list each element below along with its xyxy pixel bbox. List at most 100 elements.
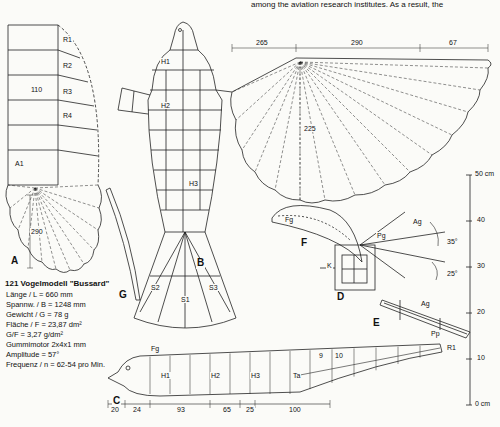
dimension-label: 9 (318, 352, 324, 359)
dimension-label: Länge / L = 660 mm (5, 291, 74, 299)
view-letter: A (10, 256, 19, 267)
dimension-label: Gummimotor 2x4x1 mm (5, 341, 87, 349)
wing-b-right (216, 44, 491, 203)
dimension-label: H1 (160, 372, 171, 379)
view-letter: F (300, 238, 308, 249)
dimension-label: Fläche / F = 23,87 dm² (5, 321, 83, 329)
dimension-label: G/F = 3,27 g/dm² (5, 331, 64, 339)
dimension-label: H2 (160, 102, 171, 109)
feather-stroke (300, 62, 355, 195)
body-plan-b (118, 22, 236, 328)
view-letter: D (336, 292, 345, 303)
feather-stroke (310, 350, 311, 389)
dimension-label: H3 (250, 372, 261, 379)
dimension-label: S1 (180, 296, 191, 303)
dimension-label: 50 cm (474, 170, 495, 177)
feather-stroke (300, 62, 452, 135)
dimension-label: 93 (176, 406, 186, 413)
feather-stroke (150, 357, 151, 394)
feather-stroke (300, 62, 480, 90)
scale-bar (466, 175, 472, 405)
dimension-label: Gewicht / G = 78 g (5, 311, 69, 319)
feather-stroke (35, 188, 99, 208)
dimension-label: K (326, 262, 333, 269)
feather-stroke (6, 185, 102, 272)
feather-stroke (300, 62, 432, 155)
dimension-label: Fg (150, 345, 160, 352)
dimension-label: 30 (476, 262, 486, 269)
dimension-label: R1 (446, 344, 457, 351)
view-letter: C (112, 396, 121, 407)
dimension-label: 67 (448, 39, 458, 46)
feather-stroke (230, 353, 231, 394)
dimension-label: Ag (412, 218, 423, 225)
feather-stroke (332, 349, 333, 383)
feather-stroke (376, 348, 377, 371)
mechanism-d (320, 212, 445, 290)
wing-plan-a (6, 25, 102, 272)
dimension-label: 265 (255, 39, 269, 46)
feather-stroke (255, 62, 300, 172)
dimension-label: S2 (150, 284, 161, 291)
side-view-c (108, 344, 442, 408)
dimension-label: A1 (14, 160, 25, 167)
feather-stroke (35, 188, 98, 230)
feather-stroke (35, 188, 84, 264)
dimension-label: S3 (208, 284, 219, 291)
feather-stroke (300, 62, 301, 200)
dimension-label: 10 (334, 352, 344, 359)
view-letter: B (196, 258, 205, 269)
feather-stroke (236, 62, 300, 120)
dimension-label: 290 (30, 228, 44, 235)
dimension-label: 24 (132, 406, 142, 413)
dimension-label: R2 (62, 62, 73, 69)
feather-stroke (190, 355, 191, 394)
dimension-label: 0 cm (474, 400, 491, 407)
dimension-label: Ag (420, 300, 431, 307)
airfoil-f (272, 206, 362, 263)
view-letter: E (372, 318, 381, 329)
dimension-label: R4 (62, 112, 73, 119)
spar-g (106, 188, 140, 300)
feather-stroke (28, 188, 35, 248)
dimension-label: Fg (284, 216, 294, 223)
feather-stroke (354, 348, 355, 376)
feather-stroke (270, 352, 271, 394)
dimension-label: Pp (430, 330, 441, 337)
feather-stroke (10, 188, 35, 208)
feather-stroke (300, 62, 385, 185)
dimension-label: 10 (476, 354, 486, 361)
dimension-label: among the aviation research institutes. … (250, 1, 444, 9)
dimension-label: 65 (222, 406, 232, 413)
dimension-label: 25 (245, 406, 255, 413)
dimension-label: 40 (476, 216, 486, 223)
model-title: 121 Vogelmodell "Bussard" (5, 279, 109, 288)
feather-stroke (231, 68, 489, 203)
feather-stroke (300, 62, 325, 200)
dimension-label: 20 (476, 308, 486, 315)
view-letter: G (118, 290, 128, 301)
feather-stroke (300, 62, 410, 172)
dimension-label: Ta (292, 372, 301, 379)
feather-stroke (242, 62, 300, 150)
dimension-label: 110 (30, 86, 43, 93)
dimension-label: H2 (210, 372, 221, 379)
dimension-label: Spannw. / B = 1248 mm (5, 301, 87, 309)
dimension-label: 35° (446, 238, 459, 245)
dimension-label: H1 (160, 58, 171, 65)
dimension-label: 225 (303, 125, 317, 132)
dimension-label: Pg (376, 232, 387, 239)
feather-stroke (300, 62, 488, 68)
feather-stroke (35, 188, 42, 262)
dimension-label: 290 (350, 39, 364, 46)
dimension-label: 100 (288, 406, 302, 413)
feather-stroke (35, 185, 98, 188)
feather-stroke (232, 62, 300, 92)
dimension-label: R3 (62, 88, 73, 95)
feather-stroke (8, 185, 35, 188)
dimension-label: H3 (188, 180, 199, 187)
dimension-label: R1 (62, 36, 73, 43)
rod-e (380, 300, 470, 338)
dimension-label: 20 (110, 406, 120, 413)
feather-stroke (398, 347, 399, 364)
